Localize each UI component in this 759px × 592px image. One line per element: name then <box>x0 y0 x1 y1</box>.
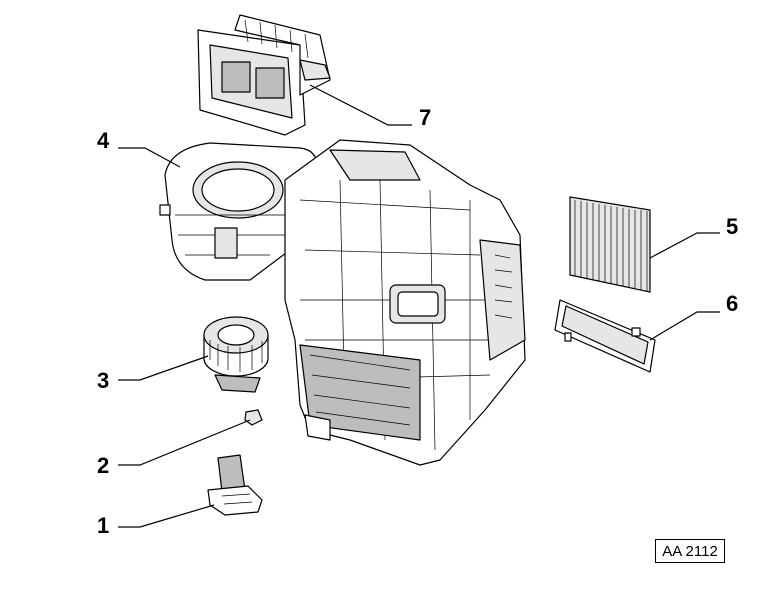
callout-2: 2 <box>97 453 109 478</box>
leader-7 <box>309 84 412 126</box>
leader-6 <box>649 311 720 341</box>
callout-4: 4 <box>97 128 110 153</box>
hvac-main-case <box>284 139 526 466</box>
leader-2 <box>118 419 251 466</box>
leader-4 <box>118 147 181 168</box>
part-7-air-duct <box>197 14 331 136</box>
leader-1 <box>118 504 215 528</box>
part-4-blower-housing <box>159 142 319 281</box>
part-3-blower-motor <box>203 316 269 393</box>
part-6-filter-cover <box>554 299 656 373</box>
leader-5 <box>649 232 720 259</box>
part-5-cabin-filter <box>569 196 651 293</box>
reference-code-box: AA 2112 <box>655 539 725 563</box>
part-2-connector <box>244 409 263 426</box>
callout-3: 3 <box>97 368 109 393</box>
callout-1: 1 <box>97 513 109 538</box>
callout-5: 5 <box>726 214 738 239</box>
callout-7: 7 <box>419 105 431 130</box>
part-1-resistor <box>207 454 263 516</box>
reference-code: AA 2112 <box>662 542 718 560</box>
leader-3 <box>118 355 209 381</box>
callout-6: 6 <box>726 291 738 316</box>
